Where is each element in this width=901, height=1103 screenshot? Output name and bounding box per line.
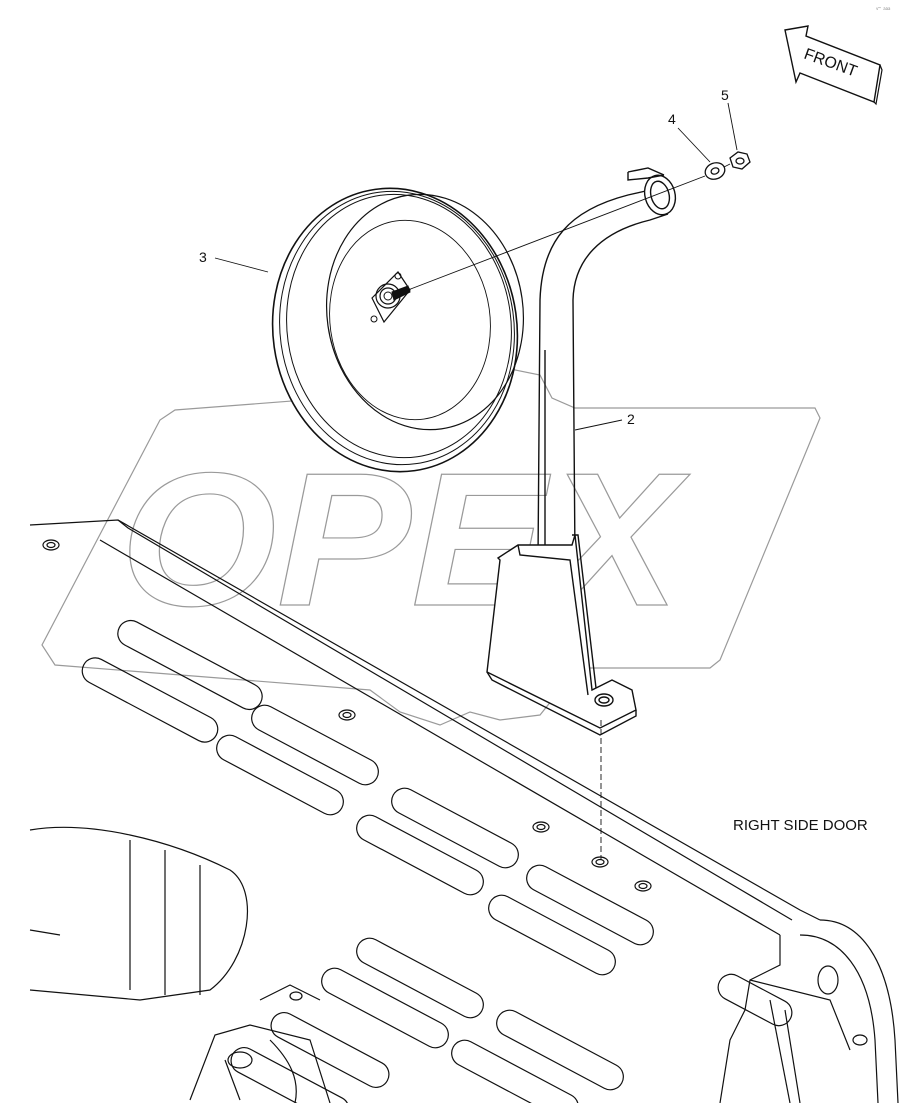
mirror-outer-rim — [271, 187, 519, 473]
assembly-line-nut — [723, 163, 731, 168]
mounting-holes — [42, 539, 652, 892]
door-top-edge — [29, 519, 821, 921]
mounting-hole — [591, 856, 609, 868]
mounting-hole — [532, 821, 550, 833]
callouts — [214, 102, 738, 431]
nut — [729, 151, 751, 170]
mirror-ball-mount — [370, 271, 411, 324]
stamp-mark: v™ aaa — [876, 6, 891, 11]
door-right-housing — [819, 919, 899, 1103]
grille-slot — [356, 937, 484, 1019]
washer — [704, 162, 726, 180]
grille-slot — [451, 1039, 579, 1103]
door-frame — [29, 519, 899, 1103]
mirror-bracket-hole — [594, 693, 614, 707]
callout-4: 4 — [668, 111, 676, 127]
grille-slot — [216, 734, 344, 816]
mounting-hole — [42, 539, 60, 551]
mirror-face — [325, 193, 525, 431]
grille-slot — [251, 704, 379, 786]
leader-line-3 — [214, 257, 269, 273]
mirror-bracket-base — [486, 534, 637, 729]
mirror-inner-ring — [329, 219, 491, 421]
assembly-line-bolt — [407, 175, 706, 291]
leader-line-2 — [574, 419, 623, 431]
door-top-inner-edge — [99, 539, 781, 936]
callout-3: 3 — [199, 249, 207, 265]
mirror — [271, 187, 525, 473]
grille-slot — [356, 814, 484, 896]
callout-5: 5 — [721, 87, 729, 103]
mounting-hole — [634, 880, 652, 892]
grille-slot — [717, 973, 793, 1027]
grille-slot — [496, 1009, 624, 1091]
door-left-opening — [29, 826, 249, 1001]
grille-slot — [321, 967, 449, 1049]
grille-slot — [270, 1011, 390, 1089]
grille-slot — [117, 619, 263, 711]
grille-slot — [488, 894, 616, 976]
grille-slot — [230, 1046, 350, 1103]
callout-2: 2 — [627, 411, 635, 427]
front-arrow-icon: FRONT — [784, 25, 883, 106]
assembly-lines — [407, 163, 731, 860]
grille-slot — [526, 864, 654, 946]
view-caption: RIGHT SIDE DOOR — [733, 817, 868, 834]
mounting-hole — [338, 709, 356, 721]
mirror-bracket — [486, 167, 677, 736]
leader-line-5 — [727, 102, 738, 151]
leader-line-4 — [677, 127, 711, 163]
grille-slot — [81, 657, 219, 743]
grille-slot — [391, 787, 519, 869]
grille-slots — [81, 619, 793, 1103]
